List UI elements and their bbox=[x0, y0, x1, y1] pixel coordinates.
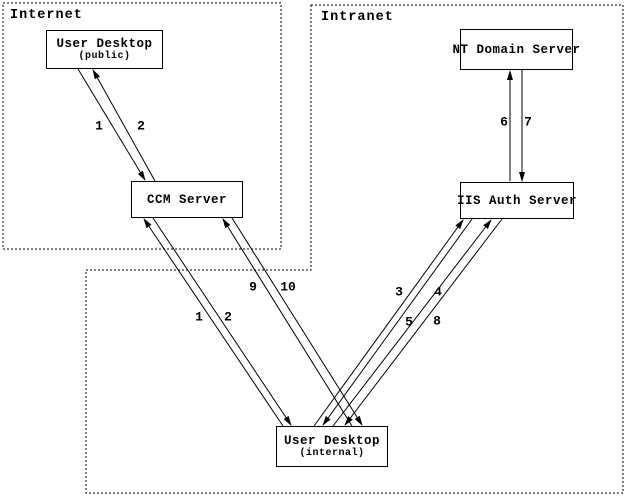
node-user-desktop-public: User Desktop (public) bbox=[46, 30, 163, 69]
node-title: CCM Server bbox=[146, 192, 227, 207]
intranet-region-border bbox=[85, 4, 624, 494]
node-ccm-server: CCM Server bbox=[131, 181, 243, 218]
edge-9-internal-to-ccm bbox=[222, 218, 353, 427]
edge-label-10: 10 bbox=[280, 279, 296, 295]
edge-4-iis-to-internal bbox=[322, 218, 473, 426]
edge-10-ccm-to-internal bbox=[231, 217, 363, 426]
node-title: User Desktop bbox=[56, 37, 153, 51]
edge-label-1-public: 1 bbox=[95, 118, 103, 134]
edge-8-iis-to-internal bbox=[344, 218, 503, 426]
edge-label-7: 7 bbox=[524, 114, 532, 130]
edge-2-ccm-to-internal bbox=[152, 217, 292, 426]
edge-label-4: 4 bbox=[434, 284, 442, 300]
node-nt-domain-server: NT Domain Server bbox=[452, 29, 580, 70]
edge-1-public-to-ccm bbox=[77, 68, 146, 181]
edge-label-2-public: 2 bbox=[137, 118, 145, 134]
edge-label-5: 5 bbox=[405, 314, 413, 330]
node-iis-auth-server: IIS Auth Server bbox=[456, 182, 578, 219]
edge-label-3: 3 bbox=[395, 284, 403, 300]
node-title: User Desktop bbox=[283, 434, 380, 448]
edge-1-internal-to-ccm bbox=[143, 218, 284, 427]
node-subtitle: (public) bbox=[78, 51, 131, 62]
edge-label-8: 8 bbox=[433, 313, 441, 329]
edge-label-9: 9 bbox=[249, 279, 257, 295]
internet-region-border bbox=[2, 2, 282, 250]
edge-5-internal-to-iis bbox=[332, 219, 492, 427]
edge-label-2-internal: 2 bbox=[224, 309, 232, 325]
edge-label-6: 6 bbox=[500, 114, 508, 130]
internet-region-label: Internet bbox=[10, 8, 83, 23]
node-user-desktop-internal: User Desktop (internal) bbox=[276, 426, 388, 467]
edge-2-ccm-to-public bbox=[92, 69, 156, 182]
intranet-region-label: Intranet bbox=[321, 10, 394, 25]
node-title: NT Domain Server bbox=[452, 42, 581, 57]
edge-3-internal-to-iis bbox=[313, 219, 464, 427]
node-title: IIS Auth Server bbox=[456, 193, 578, 208]
edge-label-1-internal: 1 bbox=[195, 309, 203, 325]
node-subtitle: (internal) bbox=[299, 448, 365, 459]
